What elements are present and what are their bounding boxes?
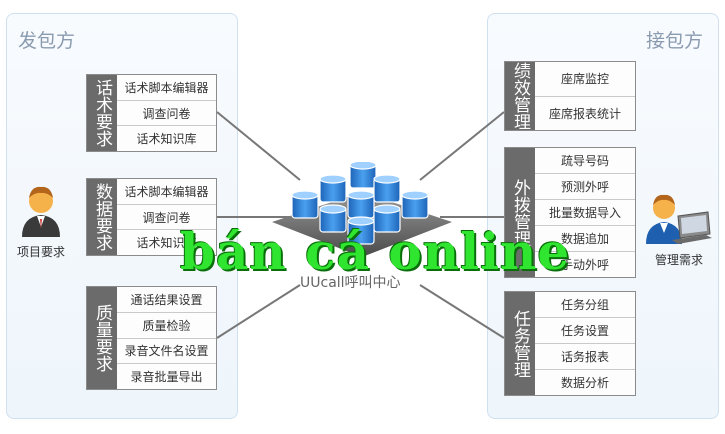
list-item[interactable]: 疏导号码 <box>535 148 635 174</box>
list-item[interactable]: 调查问卷 <box>117 100 216 127</box>
list-item[interactable]: 质量检验 <box>117 312 216 339</box>
left-person-label: 项目要求 <box>17 245 66 259</box>
list-item[interactable]: 录音批量导出 <box>117 364 216 389</box>
list-item[interactable]: 座席报表统计 <box>535 96 635 130</box>
person-icon <box>22 186 60 237</box>
list-item[interactable]: 话术脚本编辑器 <box>117 75 216 101</box>
person-laptop-icon <box>646 194 712 244</box>
list-item[interactable]: 预测外呼 <box>535 174 635 200</box>
group-title: 数据要求 <box>87 179 117 255</box>
list-item[interactable]: 座席监控 <box>535 62 635 97</box>
group-title: 外拨管理 <box>505 148 535 277</box>
list-item[interactable]: 话术知识库 <box>117 126 216 152</box>
group-title: 质量要求 <box>87 287 117 389</box>
list-item[interactable]: 任务设置 <box>535 318 635 344</box>
left-panel-title: 发包方 <box>18 30 76 52</box>
list-item[interactable]: 通话结果设置 <box>117 287 216 313</box>
group-title: 任务管理 <box>505 292 535 395</box>
list-item[interactable]: 话术脚本编辑器 <box>117 179 216 205</box>
left-group-quality: 质量要求 通话结果设置 质量检验 录音文件名设置 录音批量导出 <box>86 286 217 390</box>
list-item[interactable]: 录音文件名设置 <box>117 338 216 365</box>
watermark-text: bán cá online <box>180 222 571 281</box>
list-item[interactable]: 数据追加 <box>535 226 635 252</box>
right-person-label: 管理需求 <box>655 253 704 267</box>
group-title: 话术要求 <box>87 75 117 151</box>
list-item[interactable]: 话术知识库 <box>117 230 216 256</box>
center-label: UUcall呼叫中心 <box>300 275 401 291</box>
list-item[interactable]: 手动外呼 <box>535 252 635 277</box>
database-cluster-icon <box>272 162 452 257</box>
list-item[interactable]: 话务报表 <box>535 344 635 370</box>
right-group-task: 任务管理 任务分组 任务设置 话务报表 数据分析 <box>504 291 636 396</box>
right-panel-title: 接包方 <box>646 30 704 52</box>
list-item[interactable]: 批量数据导入 <box>535 200 635 226</box>
list-item[interactable]: 调查问卷 <box>117 204 216 231</box>
group-title: 绩效管理 <box>505 62 535 130</box>
right-group-performance: 绩效管理 座席监控 座席报表统计 <box>504 61 636 131</box>
list-item[interactable]: 数据分析 <box>535 370 635 395</box>
right-group-outbound: 外拨管理 疏导号码 预测外呼 批量数据导入 数据追加 手动外呼 <box>504 147 636 278</box>
left-group-script: 话术要求 话术脚本编辑器 调查问卷 话术知识库 <box>86 74 217 152</box>
left-group-data: 数据要求 话术脚本编辑器 调查问卷 话术知识库 <box>86 178 217 256</box>
list-item[interactable]: 任务分组 <box>535 292 635 318</box>
